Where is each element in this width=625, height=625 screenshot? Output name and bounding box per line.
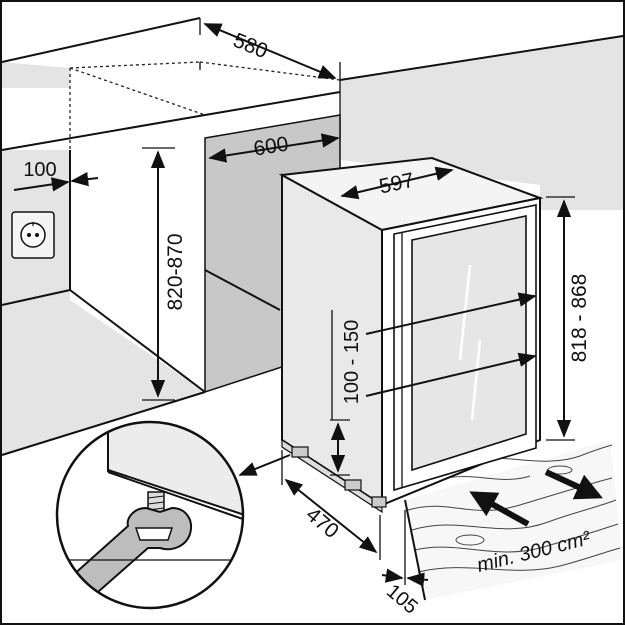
zoom-detail [55,420,245,610]
socket-icon [20,222,46,248]
label-appliance-height: 818 - 868 [568,274,591,363]
label-niche-height: 820-870 [164,233,187,310]
wrench-icon [60,506,192,608]
dimension-lines [13,18,575,587]
label-adjustable-height: 100 - 150 [341,320,363,405]
air-out-arrow [544,469,603,500]
wall-socket [11,211,55,259]
label-niche-width: 600 [252,132,290,160]
air-in-arrow [469,491,530,527]
door-glass [411,215,527,472]
label-appliance-depth: 470 [301,503,343,543]
label-socket-offset: 100 [23,159,56,181]
label-niche-depth: 580 [230,29,271,63]
wine-cooler [278,156,544,514]
label-plinth-offset: 105 [382,580,422,618]
ventilation-arrows [469,469,603,527]
